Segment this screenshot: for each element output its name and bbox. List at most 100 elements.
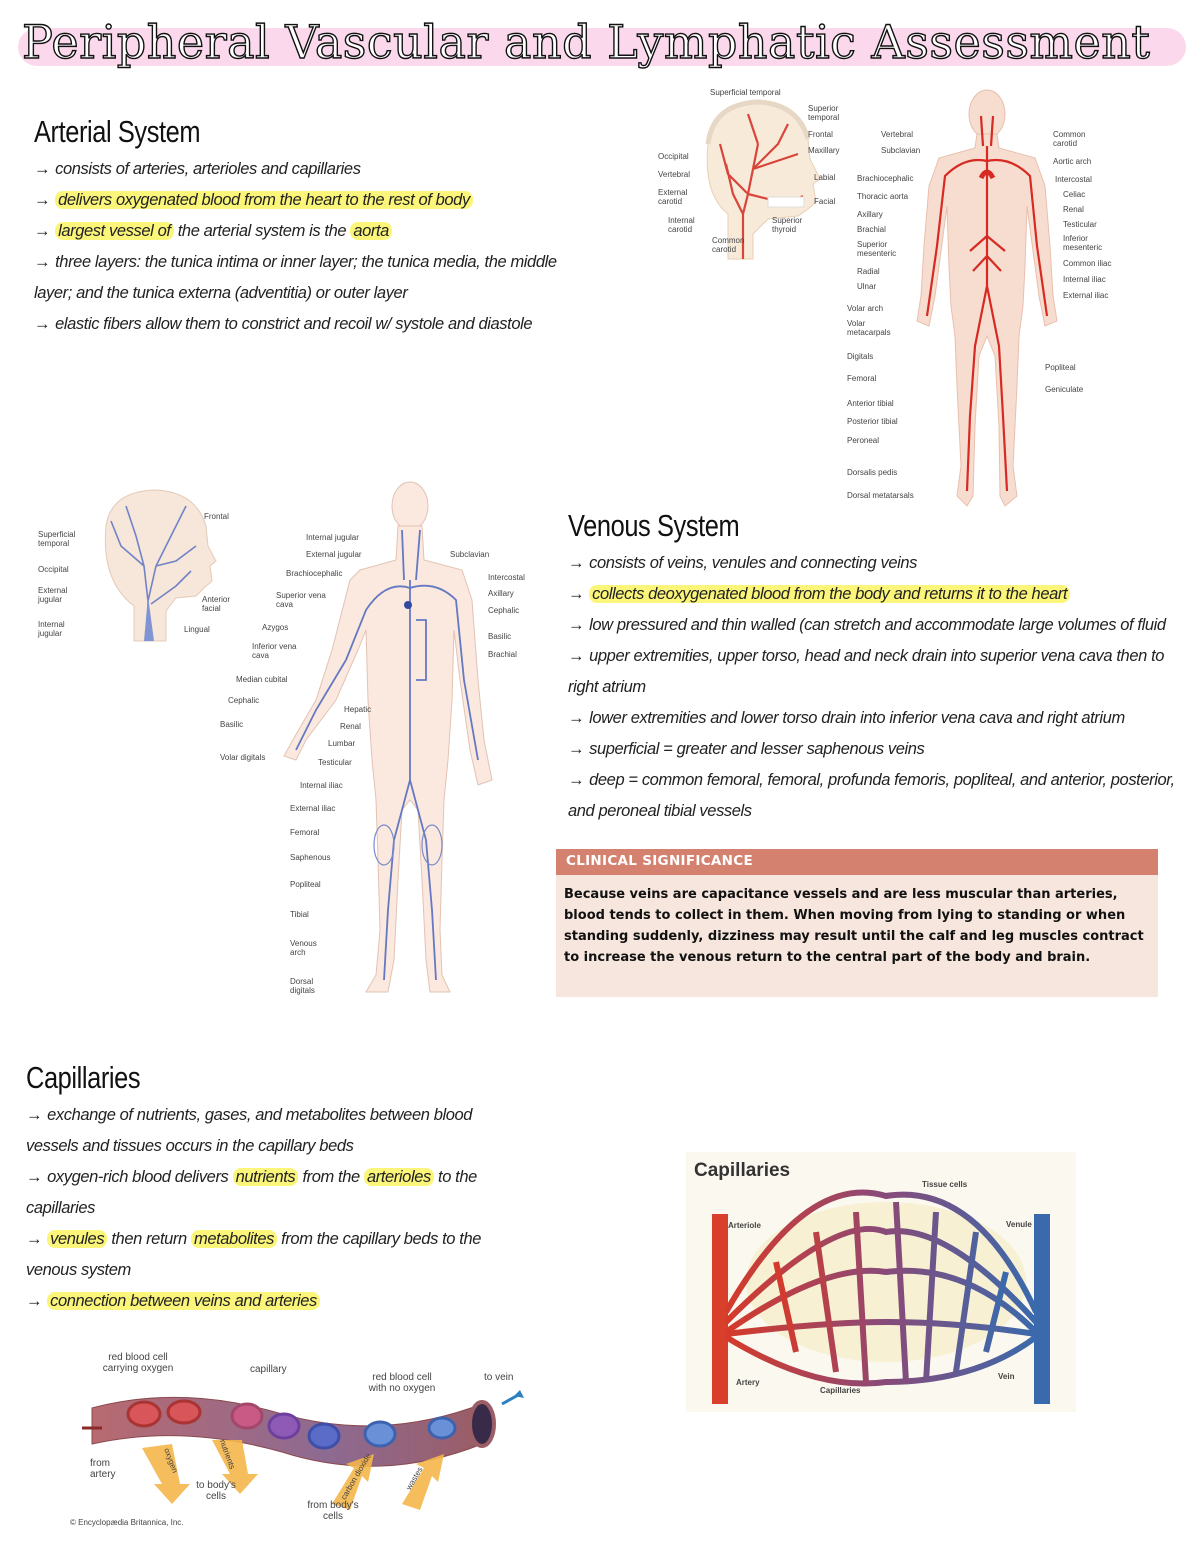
arterial-heading: Arterial System <box>34 114 201 149</box>
figure-label: External iliac <box>290 804 336 813</box>
arrow-icon: → <box>568 616 585 634</box>
figure-label: External jugular <box>306 550 362 559</box>
note-text: from the capillary beds to the venous sy… <box>26 1230 481 1279</box>
note-text: exchange of nutrients, gases, and metabo… <box>26 1106 473 1155</box>
figure-label: Popliteal <box>290 880 321 889</box>
note-item: →consists of veins, venules and connecti… <box>568 548 1198 579</box>
figure-label: Common carotid <box>712 236 745 254</box>
clinical-heading: CLINICAL SIGNIFICANCE <box>556 849 1158 875</box>
arrow-icon: → <box>568 771 585 789</box>
figure-label: to vein <box>484 1372 514 1383</box>
figure-label: External iliac <box>1063 291 1109 300</box>
figure-label: Geniculate <box>1045 385 1084 394</box>
note-item: →three layers: the tunica intima or inne… <box>34 247 594 309</box>
note-text: oxygen-rich blood delivers <box>47 1168 233 1186</box>
figure-label: Occipital <box>38 565 69 574</box>
arrow-icon: → <box>568 709 585 727</box>
arrow-icon: → <box>34 191 51 209</box>
figure-label: Dorsal metatarsals <box>847 491 914 500</box>
figure-label: Vertebral <box>881 130 914 139</box>
figure-label: Artery <box>736 1378 760 1387</box>
figure-label: Testicular <box>1063 220 1097 229</box>
clinical-body: Because veins are capacitance vessels an… <box>564 887 1144 965</box>
figure-label: Aortic arch <box>1053 157 1092 166</box>
figure-label: Internal iliac <box>1063 275 1106 284</box>
figure-label: Brachial <box>857 225 886 234</box>
figure-label: Popliteal <box>1045 363 1076 372</box>
figure-label: Azygos <box>262 623 289 632</box>
arrow-icon: → <box>34 315 51 333</box>
arrow-icon: → <box>568 647 585 665</box>
figure-label: Posterior tibial <box>847 417 898 426</box>
figure-label: Capillaries <box>820 1386 861 1395</box>
arrow-icon: → <box>568 554 585 572</box>
note-item: →superficial = greater and lesser saphen… <box>568 734 1198 765</box>
clinical-significance-box: CLINICAL SIGNIFICANCE Because veins are … <box>556 849 1158 997</box>
figure-label: to body's cells <box>196 1480 236 1502</box>
figure-label: Subclavian <box>881 146 921 155</box>
note-item: →venules then return metabolites from th… <box>26 1224 496 1286</box>
figure-label: Labial <box>814 173 836 182</box>
figure-label: Testicular <box>318 758 352 767</box>
figure-label: Femoral <box>847 374 877 383</box>
arrow-icon: → <box>26 1230 43 1248</box>
arrow-icon: → <box>568 740 585 758</box>
venous-body-diagram: Internal jugular External jugular Brachi… <box>216 480 536 1000</box>
figure-label: Superior mesenteric <box>857 240 897 258</box>
figure-credit: © Encyclopædia Britannica, Inc. <box>70 1518 184 1527</box>
figure-label: Hepatic <box>344 705 372 714</box>
figure-label: Inferior vena cava <box>252 642 297 660</box>
arrow-icon: → <box>34 160 51 178</box>
figure-label: Maxillary <box>808 146 840 155</box>
highlighted-text: venules <box>47 1230 108 1248</box>
figure-label: Volar digitals <box>220 753 266 762</box>
figure-label: Inferior mesenteric <box>1063 234 1103 252</box>
figure-label: Axillary <box>857 210 883 219</box>
figure-label: Facial <box>814 197 836 206</box>
figure-label: Lingual <box>184 625 210 634</box>
venous-notes: →consists of veins, venules and connecti… <box>568 548 1198 827</box>
figure-label: Celiac <box>1063 190 1086 199</box>
note-item: →consists of arteries, arterioles and ca… <box>34 154 594 185</box>
figure-label: red blood cell carrying oxygen <box>102 1352 174 1374</box>
figure-label: Cephalic <box>228 696 260 705</box>
figure-label: Dorsal digitals <box>290 977 315 995</box>
figure-label: Basilic <box>488 632 512 641</box>
figure-label: Occipital <box>658 152 689 161</box>
note-item: →largest vessel of the arterial system i… <box>34 216 594 247</box>
figure-label: Internal jugular <box>306 533 359 542</box>
highlighted-text: largest vessel of <box>55 222 174 240</box>
figure-label: Peroneal <box>847 436 880 445</box>
capillary-bed-diagram: Capillaries Tissue cells Arteriole Venul… <box>686 1152 1076 1412</box>
note-text: lower extremities and lower torso drain … <box>589 709 1125 727</box>
note-text: consists of arteries, arterioles and cap… <box>55 160 361 178</box>
highlighted-text: aorta <box>350 222 392 240</box>
figure-label: Brachial <box>488 650 517 659</box>
note-text: from the <box>298 1168 364 1186</box>
note-text: consists of veins, venules and connectin… <box>589 554 918 572</box>
figure-label: Internal jugular <box>38 620 65 638</box>
note-text: to the capillaries <box>26 1168 477 1217</box>
figure-label: Thoracic aorta <box>857 192 909 201</box>
note-text: superficial = greater and lesser sapheno… <box>589 740 925 758</box>
figure-label: Frontal <box>808 130 833 139</box>
arrow-icon: → <box>568 585 585 603</box>
figure-label: Femoral <box>290 828 320 837</box>
figure-label: Dorsalis pedis <box>847 468 898 477</box>
figure-label: Anterior facial <box>202 595 231 613</box>
figure-label: Arteriole <box>728 1221 761 1230</box>
figure-label: Ulnar <box>857 282 877 291</box>
figure-label: Subclavian <box>450 550 490 559</box>
figure-label: External carotid <box>658 188 688 206</box>
capillaries-heading: Capillaries <box>26 1060 141 1095</box>
highlighted-text: metabolites <box>190 1230 277 1248</box>
note-text: upper extremities, upper torso, head and… <box>568 647 1165 696</box>
note-item: →delivers oxygenated blood from the hear… <box>34 185 594 216</box>
figure-label: Intercostal <box>1055 175 1092 184</box>
arterial-head-diagram: Superficial temporal Superior temporal F… <box>648 84 848 264</box>
arterial-body-diagram: Vertebral Subclavian Brachiocephalic Tho… <box>845 86 1125 516</box>
figure-label: Renal <box>1063 205 1084 214</box>
figure-label: Common carotid <box>1053 130 1086 148</box>
figure-label: Venous arch <box>290 939 317 957</box>
arrow-icon: → <box>26 1106 43 1124</box>
